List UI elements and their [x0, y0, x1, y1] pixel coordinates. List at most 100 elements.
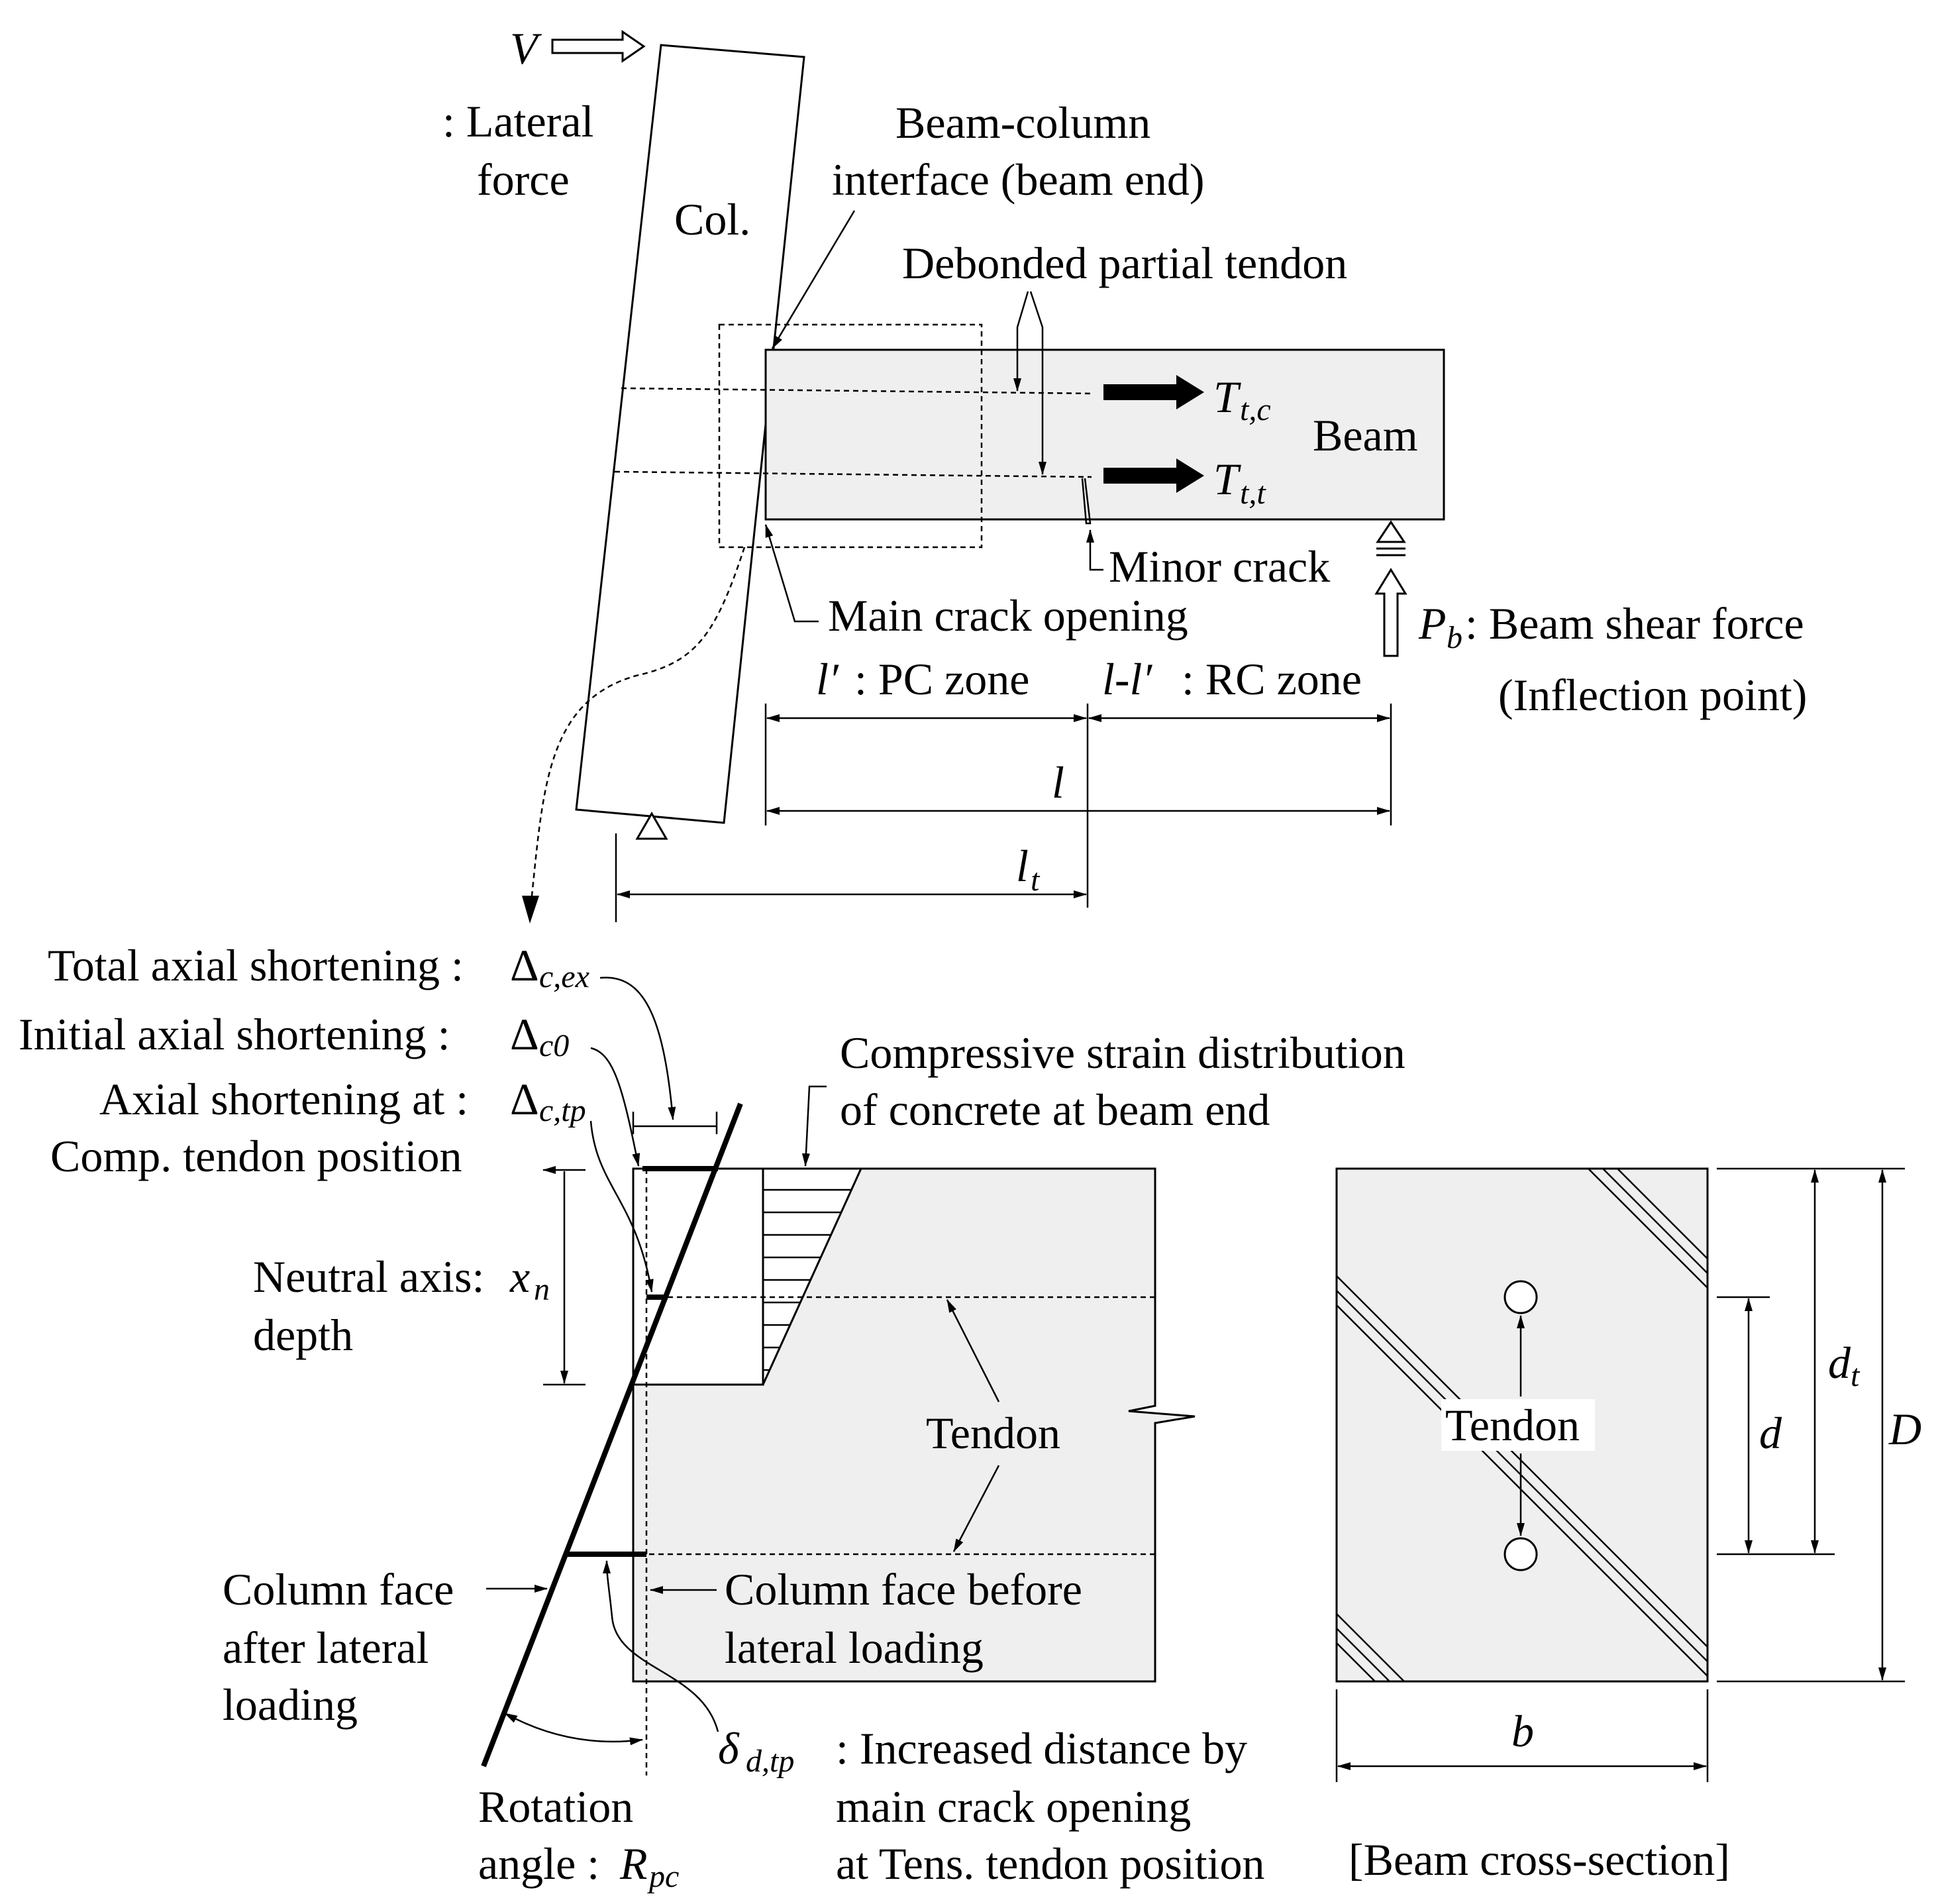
axial-at-sym: Δ	[510, 1074, 539, 1124]
neutral-axis-sym: x	[509, 1251, 530, 1302]
beam-shear-sub: b	[1447, 620, 1462, 655]
neutral-axis-label-1: Neutral axis:	[253, 1251, 484, 1302]
detail-box	[718, 323, 983, 549]
interface-label-2: interface (beam end)	[832, 154, 1205, 205]
at-shortening-leader	[589, 1120, 654, 1293]
col-after-label-1: Column face	[223, 1564, 454, 1614]
dt-main: d	[1828, 1338, 1851, 1388]
total-shortening-dim	[632, 1112, 718, 1134]
bottom-detail: Total axial shortening : Δ c,ex Initial …	[19, 940, 1405, 1894]
col-before-label-1: Column face before	[725, 1564, 1082, 1614]
section-hatch-top	[1588, 1168, 1708, 1289]
l-label: l	[1052, 757, 1064, 808]
rotation-label-2: angle :	[478, 1838, 599, 1889]
debonded-label: Debonded partial tendon	[902, 238, 1347, 288]
section-ext-lines	[1335, 1167, 1905, 1782]
shortening-bars	[567, 1166, 718, 1557]
tendon-force-t-main: T	[1213, 454, 1241, 504]
tendon-force-c-sub: t,c	[1240, 392, 1271, 427]
tendon-label: Tendon	[926, 1408, 1060, 1458]
delta-label-2: main crack opening	[836, 1781, 1191, 1832]
tendon-force-arrow-t	[1103, 458, 1204, 493]
interface-leader	[771, 210, 856, 349]
neutral-axis-sub: n	[534, 1272, 550, 1307]
minor-crack-mark	[1081, 478, 1092, 525]
total-axial-label: Total axial shortening :	[48, 940, 464, 990]
beam	[764, 348, 1445, 521]
initial-axial-sym: Δ	[510, 1009, 539, 1059]
strain-hatching	[763, 1189, 851, 1371]
strain-distribution	[762, 1167, 863, 1385]
section-caption: [Beam cross-section]	[1349, 1834, 1730, 1885]
detail-pointer-head	[522, 896, 539, 924]
tendon-force-arrow-c	[1103, 375, 1204, 409]
column-label: Col.	[674, 194, 750, 244]
compressive-label-1: Compressive strain distribution	[840, 1028, 1405, 1078]
detail-pointer	[529, 547, 746, 915]
beam-support-base	[1376, 547, 1405, 556]
column-support	[635, 812, 668, 840]
total-shortening-leader	[599, 977, 676, 1120]
initial-axial-label: Initial axial shortening :	[19, 1009, 450, 1059]
debonded-leader-2	[1029, 291, 1046, 475]
comp-tendon-label: Comp. tendon position	[50, 1131, 462, 1181]
minor-crack-leader	[1086, 529, 1103, 571]
rotation-label-1: Rotation	[478, 1781, 633, 1832]
delta-label-3: at Tens. tendon position	[836, 1838, 1265, 1889]
cross-section: Tendon d d t D b [Beam cross-section]	[1335, 1167, 1921, 1885]
rotation-sub: pc	[647, 1859, 679, 1894]
debonded-leader-1	[1013, 291, 1029, 392]
D-label: D	[1888, 1404, 1921, 1454]
minor-crack-label: Minor crack	[1109, 541, 1330, 592]
rc-zone-label: : RC zone	[1182, 654, 1362, 704]
total-axial-sub: c,ex	[539, 959, 589, 994]
dimension-ticks	[615, 704, 1392, 922]
beam-shear-main: P	[1418, 598, 1447, 649]
tendon-comp-line	[621, 387, 1094, 395]
col-after-label-2: after lateral	[223, 1622, 429, 1673]
dt-sub: t	[1851, 1358, 1861, 1393]
neutral-axis-dim	[543, 1170, 586, 1385]
rotation-sym: R	[619, 1838, 648, 1889]
delta-label-1: : Increased distance by	[836, 1723, 1247, 1773]
initial-shortening-leader	[590, 1047, 640, 1167]
lateral-force-symbol: V	[510, 23, 542, 74]
delta-sub: d,tp	[746, 1744, 794, 1779]
tendon-leader-down	[952, 1465, 1000, 1552]
axial-at-label: Axial shortening at :	[99, 1074, 468, 1124]
section-tendon-label: Tendon	[1445, 1400, 1580, 1450]
b-label: b	[1511, 1706, 1534, 1756]
inflection-label: (Inflection point)	[1498, 670, 1807, 720]
initial-axial-sub: c0	[539, 1028, 569, 1063]
beam-shear-arrow	[1374, 568, 1407, 657]
lateral-force-arrow	[551, 30, 646, 63]
rotation-arc	[504, 1712, 643, 1746]
section-hatch-mid	[1336, 1275, 1708, 1677]
delta-leader	[603, 1560, 719, 1732]
rc-zone-symbol: l-l′	[1102, 654, 1152, 704]
neutral-axis-label-2: depth	[253, 1310, 353, 1360]
compression-region	[632, 1167, 764, 1386]
top-diagram: V : Lateral force Col. Beam-column inter…	[442, 23, 1807, 924]
pc-zone-symbol: l′	[816, 654, 839, 704]
section-tendon-label-bg	[1441, 1399, 1595, 1451]
col-before-label-2: lateral loading	[725, 1622, 984, 1673]
col-after-label-3: loading	[223, 1679, 358, 1730]
pc-zone-label: : PC zone	[854, 654, 1029, 704]
beam-label: Beam	[1313, 410, 1418, 460]
section-tendon-tens	[1504, 1537, 1538, 1571]
compressive-label-2: of concrete at beam end	[840, 1084, 1270, 1135]
column-face-after	[481, 1102, 743, 1768]
compressive-leader	[801, 1085, 827, 1167]
axial-at-sub: c,tp	[539, 1093, 586, 1128]
tendon-force-c-main: T	[1213, 372, 1241, 422]
beam-support	[1376, 520, 1406, 543]
tendon-leader-up	[946, 1299, 1000, 1402]
main-crack-label: Main crack opening	[828, 590, 1188, 641]
section-hatch-bottom	[1336, 1613, 1405, 1682]
lt-main: l	[1016, 841, 1029, 891]
d-label: d	[1759, 1408, 1782, 1458]
total-axial-sym: Δ	[510, 940, 539, 990]
lt-sub: t	[1031, 863, 1041, 898]
